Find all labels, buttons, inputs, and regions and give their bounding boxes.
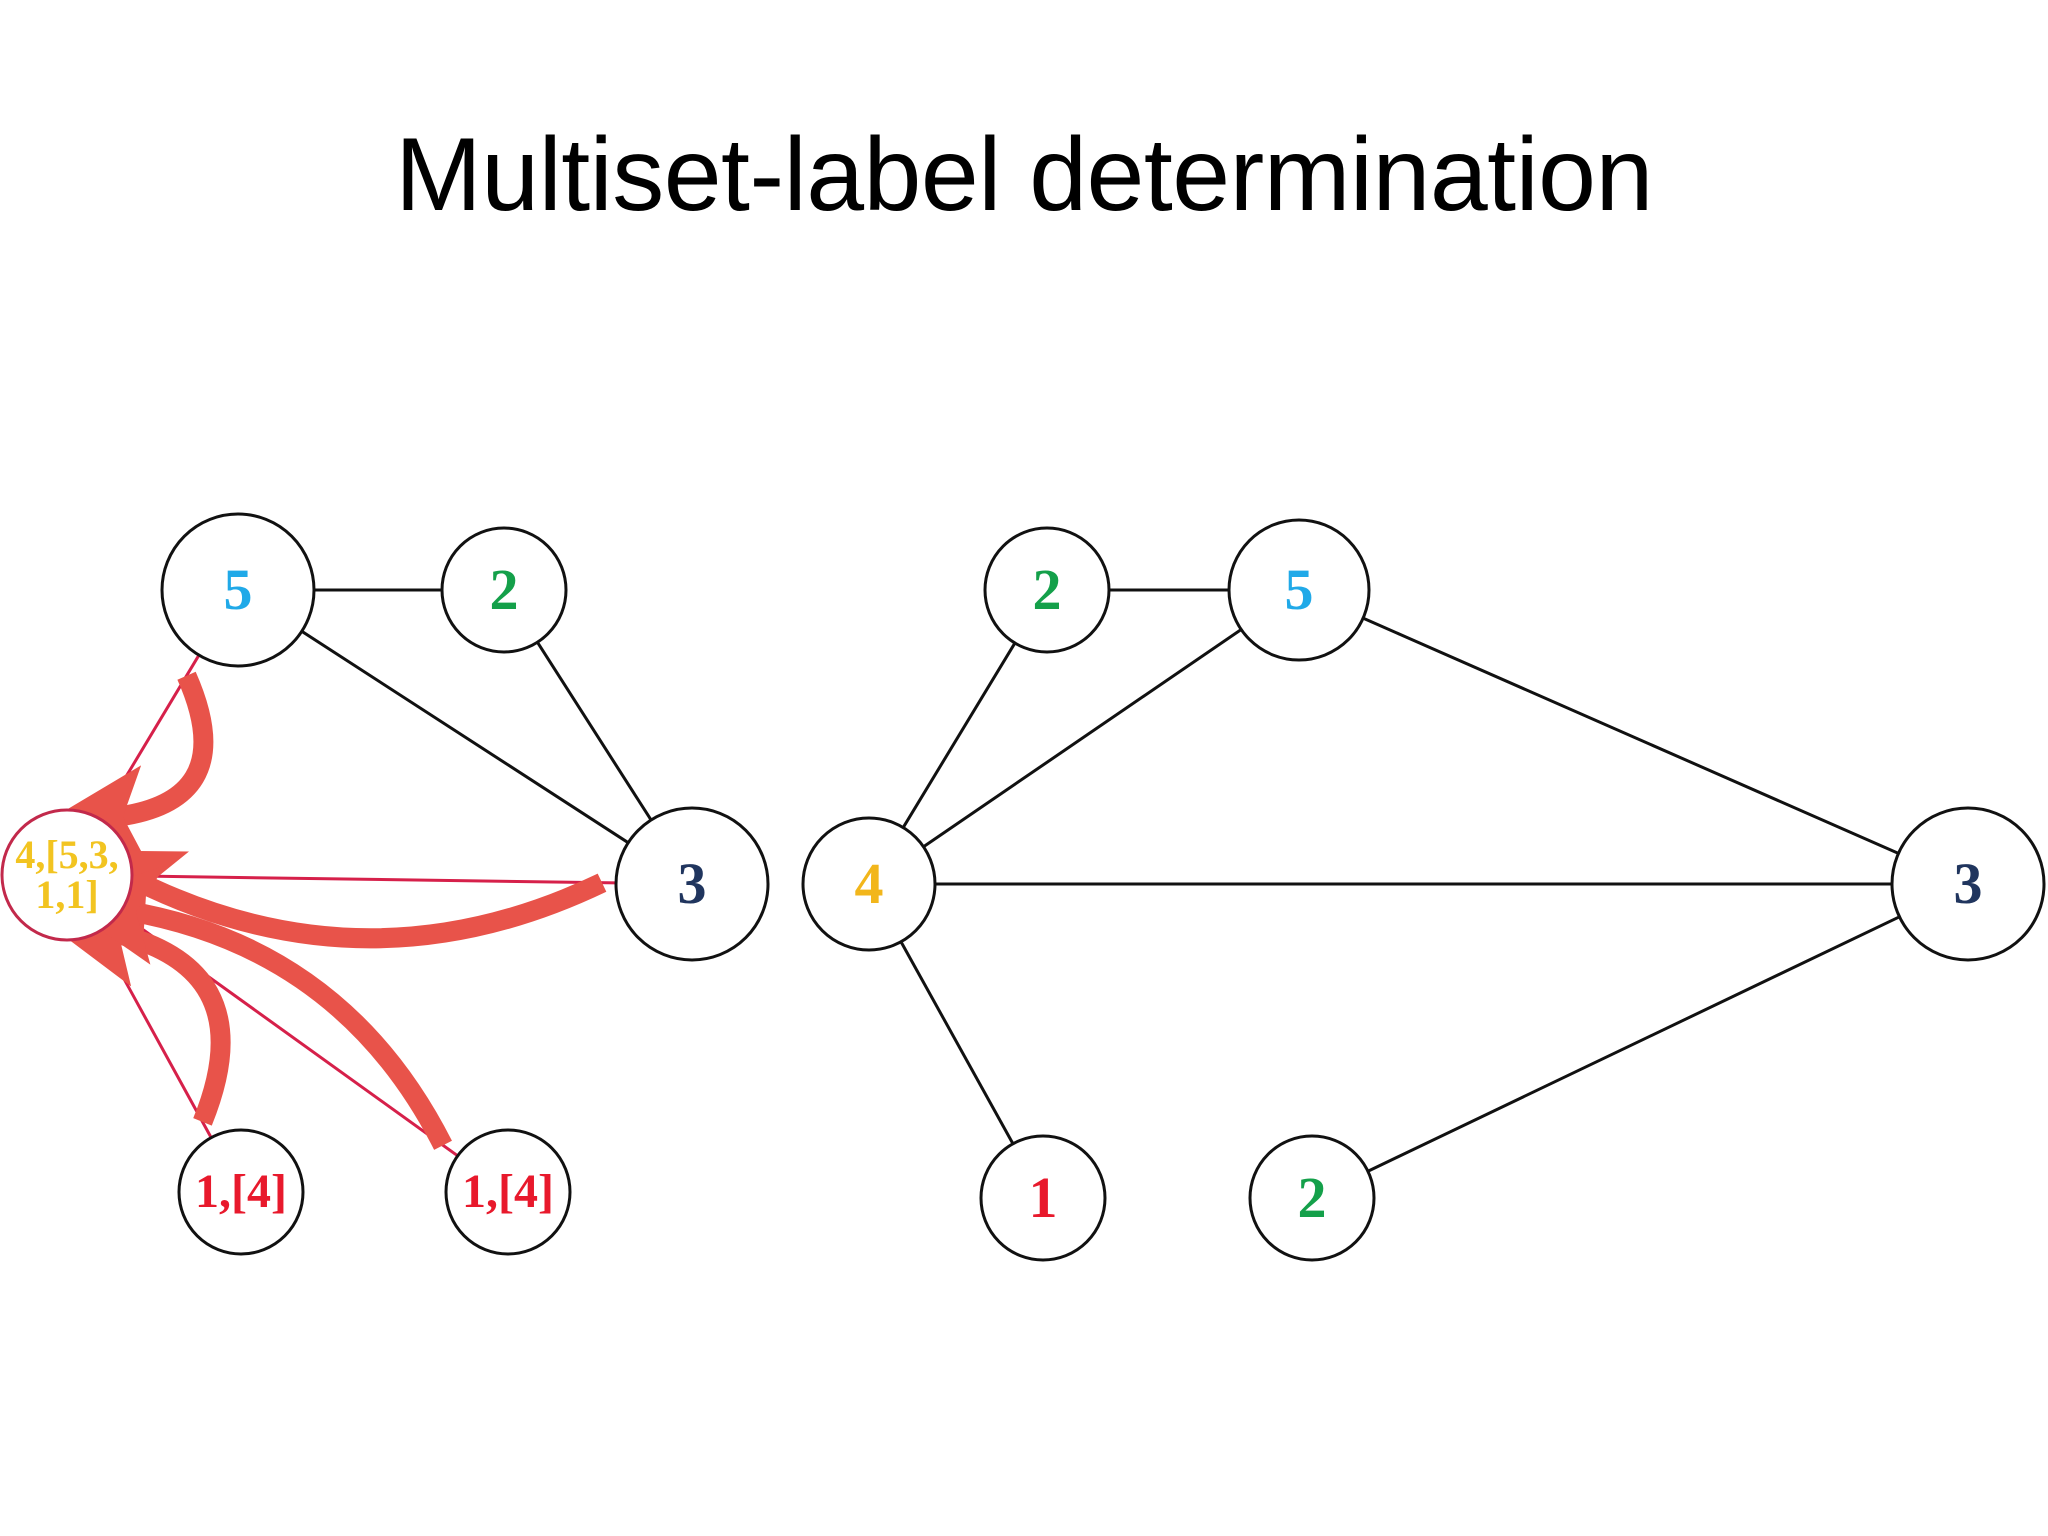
arrow-from-3 <box>77 850 607 949</box>
multiset-relabeled-graph-node-LA <box>177 1128 305 1256</box>
multiset-relabeled-graph-node-LB <box>444 1128 572 1256</box>
arrow-from-5 <box>45 671 214 866</box>
multiset-relabeled-graph-edge-L2-L3 <box>536 641 653 821</box>
original-labeled-graph-node-R2b <box>1248 1134 1376 1262</box>
multiset-relabeled-graph-node-L5 <box>160 512 316 668</box>
arrow-from-1b <box>58 865 452 1150</box>
left-graph-nodes <box>0 512 770 1256</box>
right-graph-black-edges <box>899 588 1901 1173</box>
original-labeled-graph-edge-R4-R1 <box>899 941 1015 1145</box>
multiset-relabeled-graph-node-L2 <box>440 526 568 654</box>
arrow-from-1a <box>41 888 231 1126</box>
original-labeled-graph-node-R5 <box>1227 518 1371 662</box>
original-labeled-graph-edge-R4-R2t <box>901 642 1017 829</box>
multiset-relabeled-graph-node-L3 <box>614 806 770 962</box>
original-labeled-graph-node-R1 <box>979 1134 1107 1262</box>
multiset-relabeled-graph-node-LM <box>0 808 134 942</box>
multiset-relabeled-graph-edge-L5-L3 <box>300 630 630 844</box>
original-labeled-graph-edge-R5-R3 <box>1362 616 1900 855</box>
original-labeled-graph-edge-R3-R2b <box>1367 915 1901 1173</box>
original-labeled-graph-node-R4 <box>801 816 937 952</box>
original-labeled-graph-node-R2t <box>983 526 1111 654</box>
left-graph-black-edges <box>300 588 653 844</box>
original-labeled-graph-node-R3 <box>1890 806 2046 962</box>
page-title: Multiset-label determination <box>395 117 1653 233</box>
left-graph-message-arrows <box>41 671 607 1150</box>
multiset-relabeled-graph-redge-LM-L3 <box>131 874 617 885</box>
right-graph-nodes <box>801 518 2046 1262</box>
original-labeled-graph-edge-R4-R5 <box>922 628 1243 848</box>
